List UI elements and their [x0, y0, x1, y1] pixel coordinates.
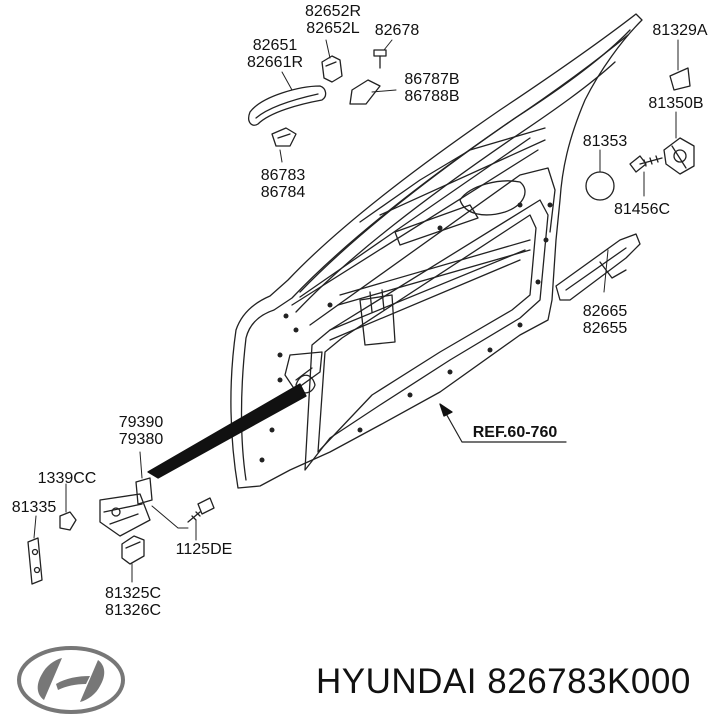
brand-name: HYUNDAI [316, 662, 478, 701]
bolt-1125de [187, 497, 215, 523]
door-check [99, 477, 153, 537]
hyundai-logo-icon [17, 646, 125, 714]
label-82652: 82652R 82652L [304, 3, 362, 37]
footer-caption: HYUNDAI 826783K000 [316, 662, 691, 702]
ref-leader [443, 409, 567, 443]
label-81329a: 81329A [652, 22, 708, 39]
label-ref: REF.60-760 [472, 424, 558, 441]
screw-82678 [373, 49, 387, 69]
striker-81350b [663, 137, 695, 175]
leader-lines [33, 39, 679, 583]
inside-handle [555, 233, 641, 301]
label-81353: 81353 [582, 133, 628, 150]
bracket-81335 [27, 537, 43, 585]
screw-81456c [629, 155, 663, 173]
label-81325c: 81325C 81326C [104, 585, 162, 619]
gasket-86787 [349, 79, 381, 105]
handle-cover [321, 55, 343, 83]
label-1339cc: 1339CC [37, 470, 97, 487]
nut-1339cc [59, 511, 77, 531]
label-82665: 82665 82655 [582, 303, 628, 337]
cover-81325c [121, 535, 145, 565]
label-81456c: 81456C [613, 201, 671, 218]
label-1125de: 1125DE [175, 541, 233, 558]
cap-81353 [585, 171, 615, 201]
label-82651: 82651 82661R [246, 37, 304, 71]
label-82678: 82678 [374, 22, 420, 39]
label-81350b: 81350B [648, 95, 704, 112]
ref-arrow-icon [439, 403, 453, 417]
label-86783: 86783 86784 [260, 167, 306, 201]
label-81335: 81335 [11, 499, 57, 516]
label-86787: 86787B 86788B [404, 71, 460, 105]
gasket-86783 [271, 127, 297, 147]
label-79390: 79390 79380 [118, 414, 164, 448]
part-number: 826783K000 [487, 662, 691, 701]
plate-81329a [669, 67, 691, 91]
door-panel [230, 13, 643, 489]
door-check-strap [147, 383, 307, 479]
outside-handle [248, 85, 327, 126]
